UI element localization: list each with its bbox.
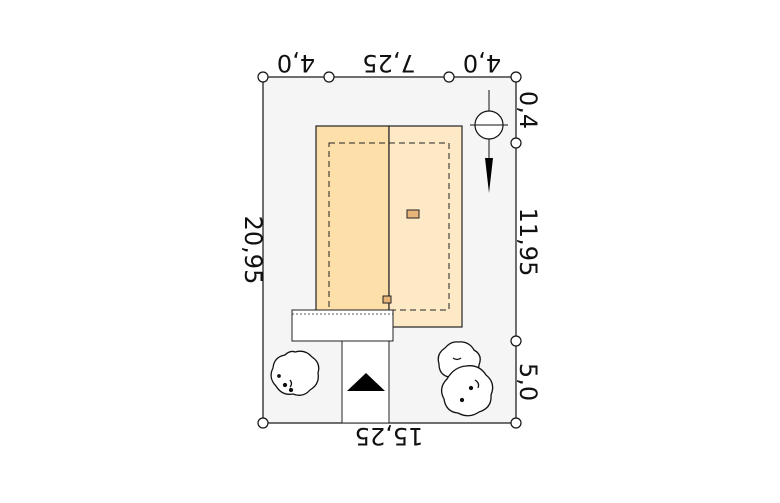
dim-left: 20,95 <box>239 216 267 285</box>
dim-top-3: 4,0 <box>463 49 501 77</box>
dim-right-2: 11,95 <box>514 208 542 277</box>
chimney-1 <box>406 209 420 219</box>
north-arrow-icon <box>470 90 508 193</box>
house-roof <box>315 125 463 328</box>
entrance-triangle-icon <box>347 373 385 391</box>
dim-bottom: 15,25 <box>355 422 424 450</box>
chimney-2 <box>382 295 392 304</box>
driveway <box>341 340 390 424</box>
tree-icon <box>270 350 320 396</box>
dim-top-1: 4,0 <box>277 49 315 77</box>
dimension-nodes <box>257 71 522 429</box>
terrace <box>291 309 394 342</box>
tree-icon <box>440 365 494 417</box>
dim-right-1: 0,4 <box>514 91 542 129</box>
house-outline-dashed <box>328 142 450 311</box>
dim-top-2: 7,25 <box>362 49 415 77</box>
dim-right-3: 5,0 <box>514 363 542 401</box>
